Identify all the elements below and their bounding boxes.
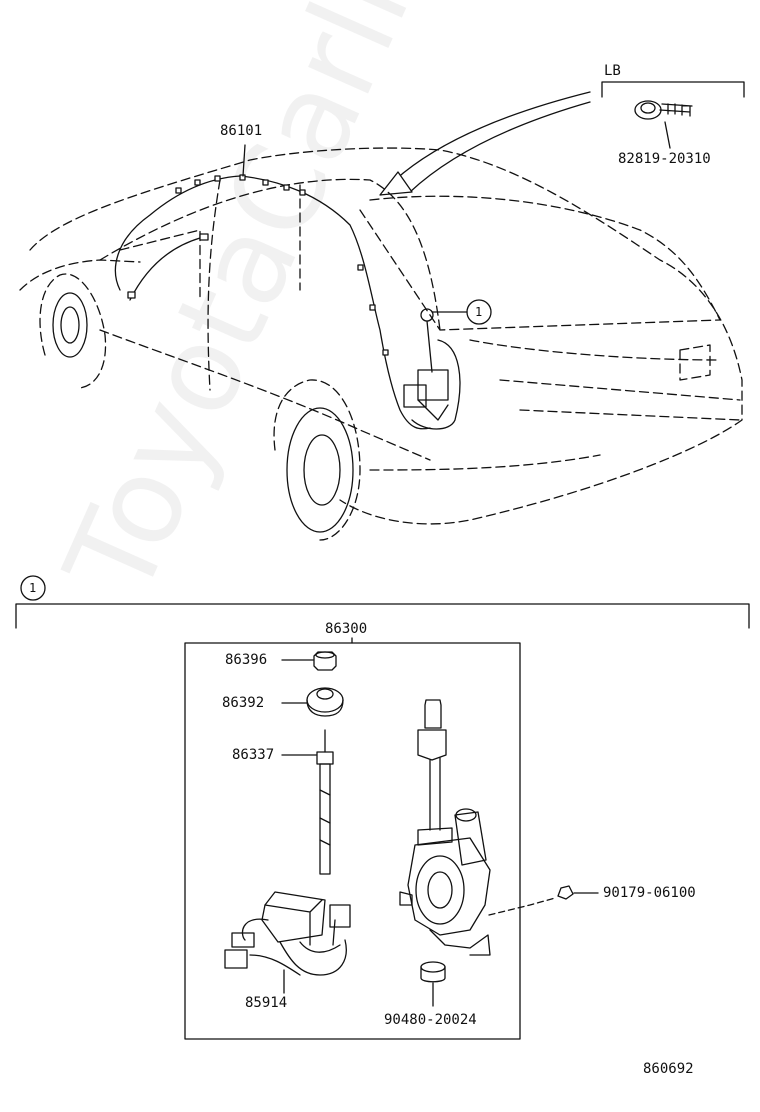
part-number-86337: 86337 [232,747,275,763]
section-callout-number: 1 [29,581,37,595]
pad-86392 [281,687,344,717]
rod-86337 [281,729,334,875]
antenna-on-car [403,308,461,430]
callout-circle [466,299,492,325]
relay-harness-85914 [224,891,351,994]
assembly-box-86300 [184,642,521,1040]
diagram-id: 860692 [643,1061,694,1077]
grommet-82819 [634,100,693,149]
pointer-arrow [394,91,591,193]
wire-harness-86101 [114,175,431,430]
lb-bracket [601,81,745,98]
part-number-86392: 86392 [222,695,265,711]
part-number-90480-20024: 90480-20024 [384,1012,477,1028]
rear-wheel [273,379,361,541]
part-number-85914: 85914 [245,995,288,1011]
grommet-90480 [420,961,446,1007]
section-bracket [15,603,750,629]
front-wheel [39,273,107,389]
callout-number: 1 [475,305,483,319]
section-callout-circle [20,575,46,601]
lb-label: LB [604,63,621,79]
car-body [19,147,743,525]
part-number-82819-20310: 82819-20310 [618,151,711,167]
arrow-head [379,171,413,196]
antenna-motor-assembly [399,699,491,956]
nut-86396 [281,651,337,671]
clip-90179 [488,885,599,916]
part-number-86396: 86396 [225,652,268,668]
part-number-86101: 86101 [220,123,263,139]
part-number-86300: 86300 [325,621,368,637]
part-number-90179-06100: 90179-06100 [603,885,696,901]
